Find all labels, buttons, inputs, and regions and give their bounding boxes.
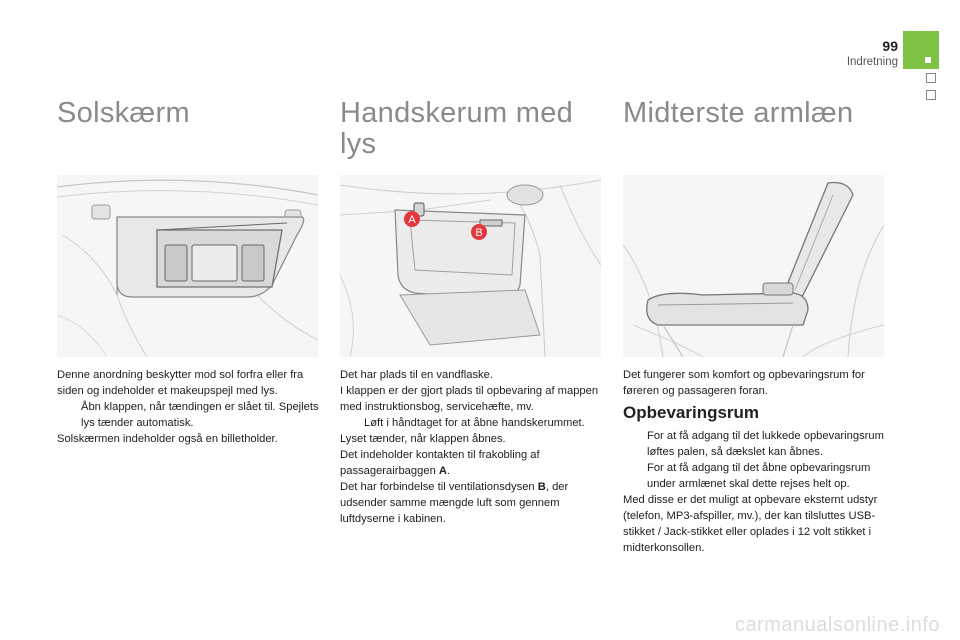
- section-title: Indretning: [846, 56, 898, 68]
- marker-b-label: B: [475, 227, 482, 239]
- bullet-item: Løft i håndtaget for at åbne handskerumm…: [340, 415, 605, 431]
- heading-solskaerm: Solskærm: [57, 97, 190, 129]
- reference-a: A: [438, 465, 447, 477]
- opbevaringsrum-text: For at få adgang til det lukkede opbevar…: [623, 428, 888, 556]
- chapter-tab[interactable]: [926, 73, 936, 83]
- glovebox-image: A B: [340, 175, 601, 357]
- marker-a-icon: [404, 211, 420, 227]
- bullet-item: For at få adgang til det åbne opbevaring…: [623, 460, 888, 492]
- bullet-text: For at få adgang til det åbne opbevaring…: [647, 462, 871, 490]
- paragraph: Det har plads til en vandflaske.: [340, 369, 493, 381]
- chapter-tab-marker: [925, 57, 931, 63]
- subheading-opbevaringsrum: Opbevaringsrum: [623, 403, 760, 422]
- armrest-image: [623, 175, 884, 357]
- handskerum-text: Det har plads til en vandflaske. I klapp…: [340, 367, 605, 527]
- armrest-illustration: [623, 175, 885, 357]
- paragraph: Lyset tænder, når klappen åbnes.: [340, 433, 506, 445]
- paragraph: Solskærmen indeholder også en billethold…: [57, 433, 278, 445]
- paragraph: I klappen er der gjort plads til opbevar…: [340, 385, 599, 413]
- glovebox-illustration: A B: [340, 175, 602, 357]
- sun-visor-illustration: [57, 175, 319, 357]
- text-span: Det har forbindelse til ventilationsdyse…: [340, 481, 538, 493]
- chapter-tab[interactable]: [926, 90, 936, 100]
- paragraph: Med disse er det muligt at opbevare ekst…: [623, 494, 878, 554]
- footer-watermark: carmanualsonline.info: [734, 614, 940, 636]
- armlaen-intro-text: Det fungerer som komfort og opbevaringsr…: [623, 367, 888, 399]
- bullet-text: For at få adgang til det lukkede opbevar…: [647, 430, 884, 458]
- paragraph: Det fungerer som komfort og opbevaringsr…: [623, 369, 865, 397]
- marker-b-icon: [471, 224, 487, 240]
- page-number: 99: [882, 38, 898, 54]
- marker-a-label: A: [408, 214, 416, 226]
- paragraph: Det indeholder kontakten til frakobling …: [340, 447, 605, 479]
- bullet-item: For at få adgang til det lukkede opbevar…: [623, 428, 888, 460]
- paragraph: Denne anordning beskytter mod sol forfra…: [57, 369, 304, 397]
- reference-b: B: [537, 481, 546, 493]
- heading-handskerum: Handskerum med lys: [340, 97, 574, 160]
- text-span: , der udsender samme mængde luft som gen…: [340, 481, 569, 525]
- text-span: .: [447, 465, 451, 477]
- heading-armlaen: Midterste armlæn: [623, 97, 854, 129]
- text-span: Det indeholder kontakten til frakobling …: [340, 449, 540, 477]
- solskaerm-text: Denne anordning beskytter mod sol forfra…: [57, 367, 322, 447]
- bullet-text: Løft i håndtaget for at åbne handskerumm…: [364, 417, 585, 429]
- bullet-text: Åbn klappen, når tændingen er slået til.…: [81, 401, 319, 429]
- sun-visor-image: [57, 175, 318, 357]
- chapter-tab-active[interactable]: [903, 31, 939, 69]
- bullet-item: Åbn klappen, når tændingen er slået til.…: [57, 399, 322, 431]
- paragraph: Det har forbindelse til ventilationsdyse…: [340, 479, 605, 527]
